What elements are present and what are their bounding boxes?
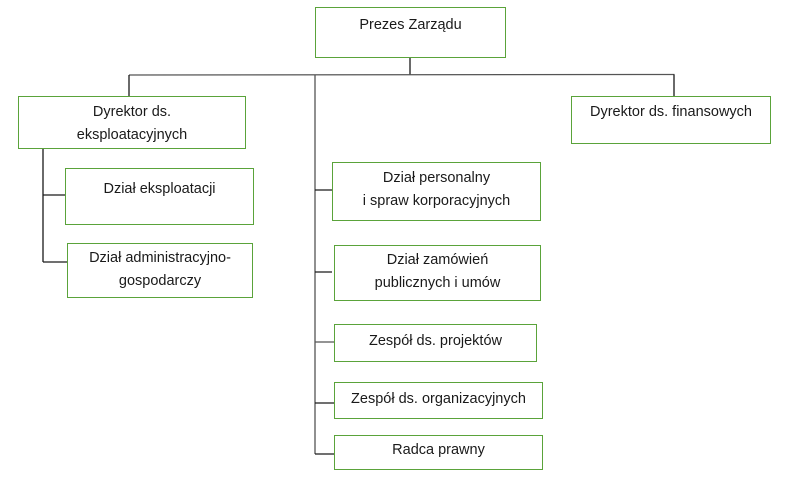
- node-dzial-zamowien-publicznych: Dział zamówień publicznych i umów: [334, 245, 541, 301]
- node-label-line-2: publicznych i umów: [374, 274, 501, 291]
- node-radca-prawny: Radca prawny: [334, 435, 543, 470]
- connector-top-horizontal: [128, 73, 675, 76]
- node-label: Dyrektor ds. finansowych: [590, 104, 752, 120]
- node-dzial-administracyjno-gospodarczy: Dział administracyjno- gospodarczy: [67, 243, 253, 298]
- node-dyrektor-finansowych: Dyrektor ds. finansowych: [571, 96, 771, 144]
- node-label: Zespół ds. projektów: [369, 333, 502, 349]
- node-dyrektor-eksploatacyjnych: Dyrektor ds. eksploatacyjnych: [18, 96, 246, 149]
- node-label-line-1: Dyrektor ds.: [92, 104, 172, 120]
- node-label-line-1: Dział administracyjno-: [89, 250, 231, 266]
- node-label-line-2: eksploatacyjnych: [76, 126, 188, 143]
- node-dzial-personalny: Dział personalny i spraw korporacyjnych: [332, 162, 541, 221]
- node-zespol-projektow: Zespół ds. projektów: [334, 324, 537, 362]
- node-label: Zespół ds. organizacyjnych: [351, 391, 526, 407]
- node-label: Prezes Zarządu: [359, 17, 462, 33]
- node-label-line-1: Dział personalny: [382, 170, 491, 186]
- node-label-line-1: Dział zamówień: [386, 252, 489, 268]
- node-zespol-organizacyjnych: Zespół ds. organizacyjnych: [334, 382, 543, 419]
- node-prezes-zarzadu: Prezes Zarządu: [315, 7, 506, 58]
- node-label-line-2: i spraw korporacyjnych: [362, 192, 511, 209]
- node-label: Dział eksploatacji: [103, 181, 216, 197]
- node-dzial-eksploatacji: Dział eksploatacji: [65, 168, 254, 225]
- node-label: Radca prawny: [392, 442, 485, 458]
- node-label-line-2: gospodarczy: [118, 272, 202, 289]
